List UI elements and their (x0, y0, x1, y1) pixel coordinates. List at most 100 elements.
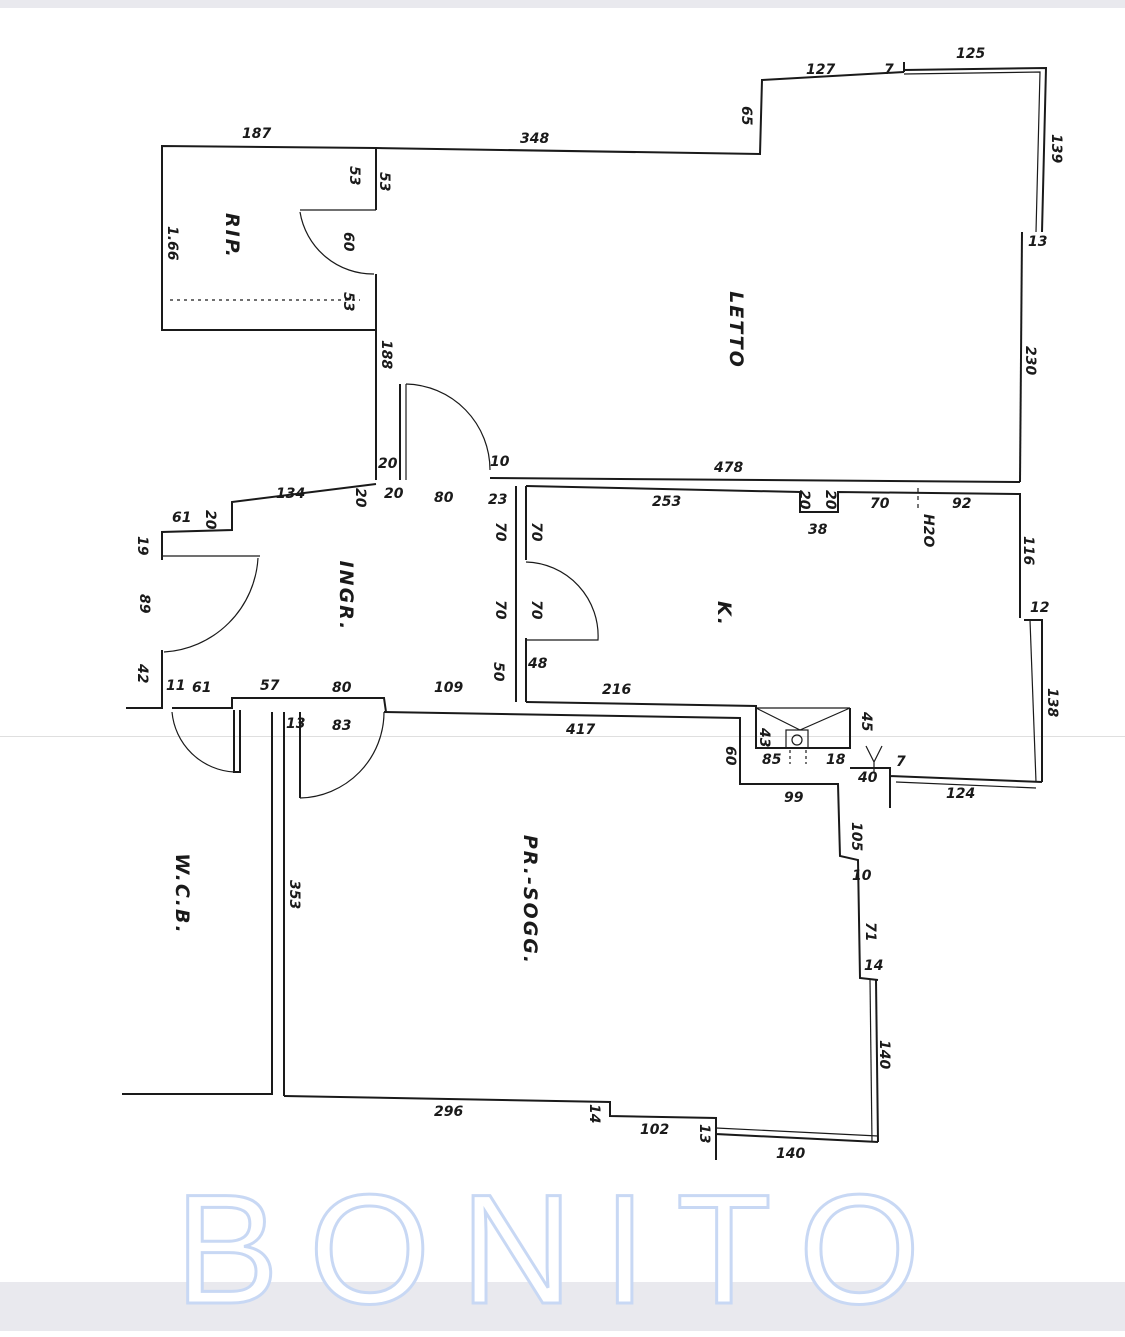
dim: 11 (166, 678, 185, 694)
letto-top-wall (375, 71, 905, 156)
wc-door-jamb (233, 710, 241, 773)
dim: 134 (276, 486, 305, 502)
wc-door-arc (171, 711, 235, 773)
sogg-window-bottom-inner (715, 1127, 879, 1137)
dim: 20 (796, 490, 812, 510)
dim: 42 (134, 663, 150, 683)
rip-walls (161, 144, 377, 331)
dim: 65 (738, 106, 754, 126)
dim: 127 (806, 62, 835, 78)
room-prsogg: PR.-SOGG. (519, 835, 541, 965)
dim: 70 (492, 600, 508, 620)
room-rip: RIP. (221, 213, 243, 259)
balcony-window (903, 66, 1048, 233)
dim: 188 (378, 340, 394, 369)
dim: 70 (870, 496, 890, 512)
dim: 353 (286, 880, 302, 909)
k-top-wall (525, 485, 1021, 618)
dim: 57 (260, 678, 280, 694)
dim: 92 (952, 496, 971, 512)
dim: 70 (528, 522, 544, 542)
room-labels: RIP. LETTO INGR. K. W.C.B. PR.-SOGG. (171, 213, 747, 965)
dim: 348 (520, 131, 549, 147)
letto-bottom-wall (489, 477, 1021, 483)
dim: 99 (784, 790, 804, 806)
sogg-right-wall (383, 711, 879, 981)
dim: 40 (857, 770, 878, 786)
dim: 70 (528, 600, 544, 620)
dim: 139 (1048, 134, 1064, 163)
dim: 1.66 (164, 226, 180, 261)
dim: 20 (352, 488, 368, 508)
dim: 140 (776, 1146, 805, 1162)
room-letto: LETTO (725, 291, 747, 369)
dim: 102 (640, 1122, 669, 1138)
dim: 43 (756, 727, 772, 747)
sogg-door-arc (299, 711, 385, 799)
walls (122, 62, 1048, 1160)
dim: 116 (1020, 536, 1036, 565)
dim: 10 (852, 868, 872, 884)
balcony-window-inner (903, 71, 1041, 233)
dim: 80 (434, 490, 454, 506)
letto-right-wall (1019, 231, 1023, 483)
dim: 61 (192, 680, 211, 696)
top-band (0, 0, 1125, 8)
sogg-window-right (875, 979, 879, 1143)
dim: 230 (1022, 346, 1038, 375)
ingr-door-arc (163, 557, 259, 653)
dim: 60 (340, 232, 356, 252)
wc-walls (122, 712, 285, 1096)
dim: 18 (826, 752, 846, 768)
dim: 83 (332, 718, 351, 734)
dim: 50 (490, 662, 506, 682)
k-bottom-wall (525, 701, 851, 749)
dim: 10 (490, 454, 510, 470)
dim: 23 (488, 492, 507, 508)
dim: 20 (822, 490, 838, 510)
dim: 38 (808, 522, 828, 538)
dim: 296 (434, 1104, 463, 1120)
dimensions: 187 1.66 53 53 60 53 348 65 127 7 125 13… (134, 46, 1064, 1162)
ingr-left-wall (126, 650, 163, 709)
room-ingr: INGR. (335, 561, 357, 632)
dim: 71 (862, 922, 878, 941)
dim: 140 (876, 1040, 892, 1069)
dim: 60 (722, 746, 738, 766)
k-sink (755, 707, 851, 731)
dim: 478 (713, 460, 743, 476)
corridor-walls (375, 330, 401, 480)
room-k: K. (713, 601, 735, 627)
brand-watermark: BONITO (173, 1163, 951, 1337)
dim: 53 (346, 166, 362, 185)
dim: 109 (434, 680, 463, 696)
ingr-top-wall (161, 483, 377, 560)
dim: 20 (384, 486, 404, 502)
dim: 14 (864, 958, 883, 974)
bottom-band (0, 1282, 1125, 1331)
sogg-bottom-wall (283, 1095, 879, 1143)
dim: 20 (378, 456, 398, 472)
dim: 70 (492, 522, 508, 542)
ingr-bottom-wall (172, 697, 387, 713)
dim: 45 (858, 711, 874, 732)
dim: 124 (946, 786, 975, 802)
rip-door-arc (299, 211, 375, 275)
dim: 80 (332, 680, 352, 696)
dim: 7 (896, 754, 906, 770)
dim: 48 (527, 656, 548, 672)
dim: H2O (920, 514, 936, 547)
dim: 12 (1030, 600, 1049, 616)
dim: 53 (340, 292, 356, 311)
k-left-walls (515, 486, 527, 702)
k-lower-wall (850, 767, 1043, 808)
k-stove-ring (791, 734, 803, 746)
dim: 89 (136, 594, 152, 614)
k-stove (785, 729, 809, 749)
scan-fold-line (0, 736, 1125, 737)
k-vent-dashed (789, 750, 807, 764)
dim: 14 (586, 1104, 602, 1123)
dim: 13 (286, 716, 305, 732)
sogg-window-right-inner (869, 979, 873, 1143)
